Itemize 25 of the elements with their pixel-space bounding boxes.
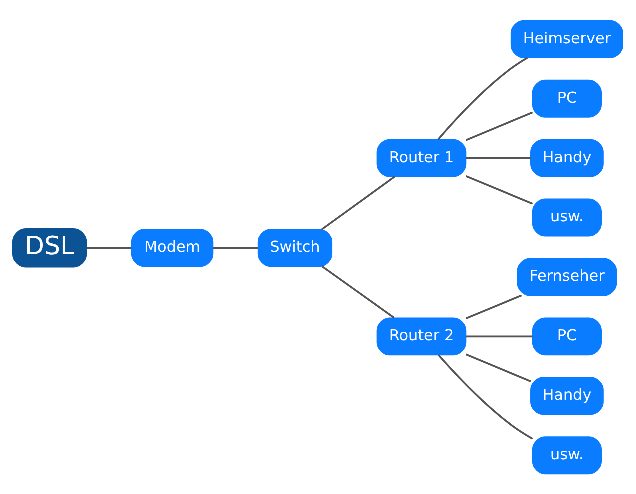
- connector: [86, 246, 132, 249]
- node-box: PC: [532, 317, 602, 356]
- connector: [466, 353, 532, 382]
- node-box: Switch: [258, 228, 333, 267]
- node-box: Fernseher: [517, 258, 618, 296]
- connector: [322, 265, 395, 318]
- node-box: Heimserver: [510, 20, 624, 58]
- connector: [438, 354, 534, 440]
- node-box: usw.: [532, 436, 602, 474]
- connector: [466, 335, 533, 338]
- connector: [213, 246, 258, 249]
- node-box: Handy: [530, 376, 604, 415]
- connector: [466, 174, 534, 204]
- node-box: DSL: [12, 228, 88, 268]
- node-box: Modem: [131, 228, 214, 267]
- node-box: Handy: [530, 138, 604, 177]
- connector: [466, 156, 531, 159]
- node-box: Router 2: [376, 317, 467, 356]
- node-box: Router 1: [376, 138, 467, 177]
- connector: [466, 294, 522, 320]
- node-box: usw.: [532, 198, 602, 236]
- node-box: PC: [532, 79, 602, 118]
- connector: [438, 56, 528, 140]
- connector: [322, 176, 396, 230]
- connector: [466, 111, 534, 141]
